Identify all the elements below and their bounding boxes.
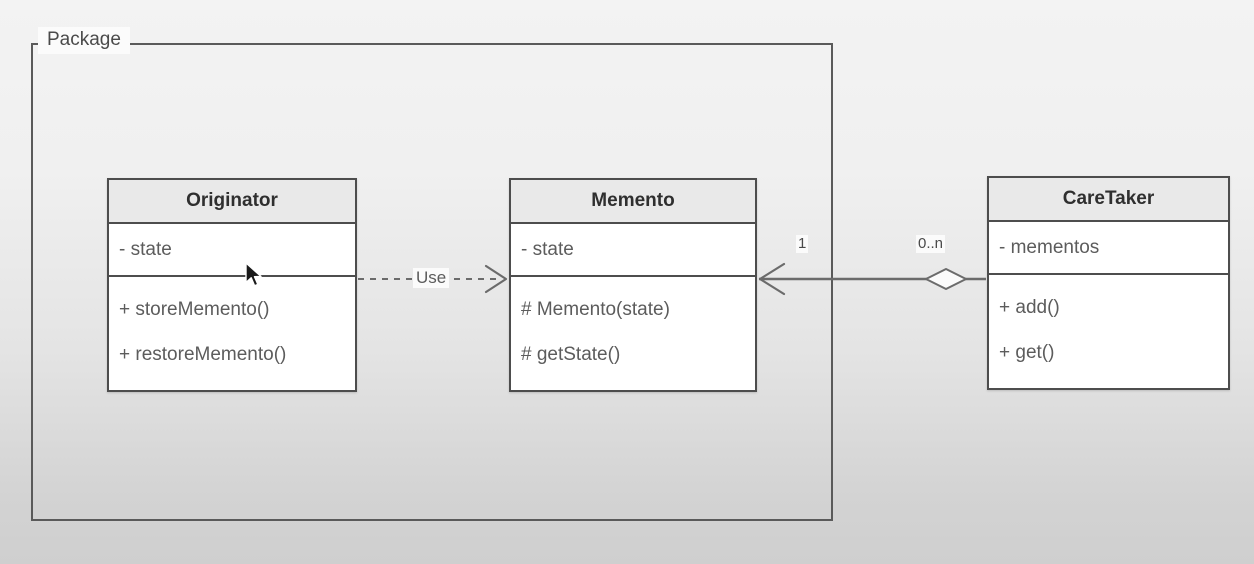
dependency-label-use: Use bbox=[413, 268, 450, 288]
operations-compartment-caretaker: + add() + get() bbox=[989, 275, 1228, 388]
package-label[interactable]: Package bbox=[38, 27, 130, 54]
attribute-item: - state bbox=[119, 238, 172, 260]
operations-compartment-memento: # Memento(state) # getState() bbox=[511, 277, 755, 390]
class-box-memento[interactable]: Memento - state # Memento(state) # getSt… bbox=[509, 178, 757, 392]
multiplicity-caretaker-end: 0..n bbox=[916, 235, 946, 253]
package-boundary[interactable] bbox=[31, 43, 833, 521]
attribute-item: - mementos bbox=[999, 236, 1100, 258]
operation-item: # getState() bbox=[521, 343, 621, 365]
operations-compartment-originator: + storeMemento() + restoreMemento() bbox=[109, 277, 355, 390]
class-box-originator[interactable]: Originator - state + storeMemento() + re… bbox=[107, 178, 357, 392]
attributes-compartment-memento: - state bbox=[511, 224, 755, 277]
class-name-originator: Originator bbox=[109, 180, 355, 224]
class-name-caretaker: CareTaker bbox=[989, 178, 1228, 222]
operation-item: + storeMemento() bbox=[119, 299, 270, 321]
multiplicity-memento-end: 1 bbox=[796, 235, 809, 253]
attributes-compartment-originator: - state bbox=[109, 224, 355, 277]
class-name-memento: Memento bbox=[511, 180, 755, 224]
attributes-compartment-caretaker: - mementos bbox=[989, 222, 1228, 275]
operation-item: + restoreMemento() bbox=[119, 343, 287, 365]
class-box-caretaker[interactable]: CareTaker - mementos + add() + get() bbox=[987, 176, 1230, 390]
operation-item: + add() bbox=[999, 297, 1060, 319]
operation-item: # Memento(state) bbox=[521, 299, 670, 321]
mouse-cursor-icon bbox=[245, 262, 262, 287]
attribute-item: - state bbox=[521, 238, 574, 260]
operation-item: + get() bbox=[999, 341, 1055, 363]
aggregation-diamond-icon bbox=[925, 268, 967, 290]
